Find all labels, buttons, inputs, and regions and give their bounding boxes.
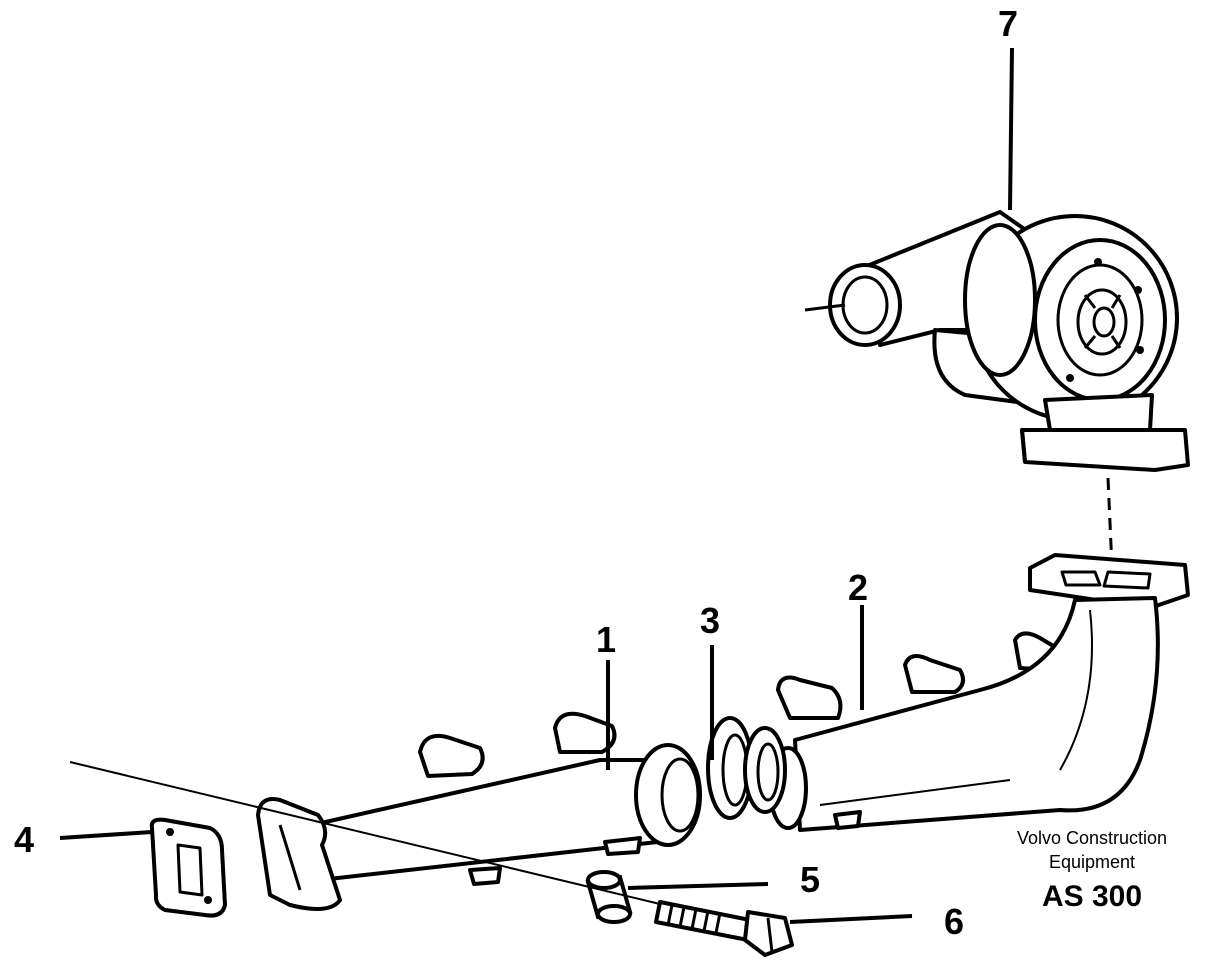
front-manifold-section (256, 711, 862, 911)
assembly-axis-line (69, 761, 661, 905)
bolt (654, 900, 794, 957)
leader-lines (59, 47, 1014, 924)
caption-line-2: Equipment (1048, 852, 1136, 872)
end-gasket (149, 817, 227, 918)
manufacturer-caption: Volvo Construction Equipment AS 300 (980, 826, 1204, 914)
turbocharger (828, 210, 1190, 472)
callout-6: 6 (944, 901, 964, 942)
model-code: AS 300 (1041, 880, 1143, 913)
turbo-gasket (1028, 553, 1190, 610)
callout-4: 4 (14, 819, 34, 860)
callout-1: 1 (596, 619, 616, 660)
callout-3: 3 (700, 600, 720, 641)
callout-7: 7 (998, 3, 1018, 44)
alignment-line (1106, 477, 1114, 569)
seal-rings (706, 716, 787, 820)
callout-5: 5 (800, 859, 820, 900)
caption-line-1: Volvo Construction (1016, 828, 1168, 848)
rear-manifold-section (768, 596, 1160, 832)
spacer-sleeve (585, 870, 633, 924)
callout-2: 2 (848, 567, 868, 608)
